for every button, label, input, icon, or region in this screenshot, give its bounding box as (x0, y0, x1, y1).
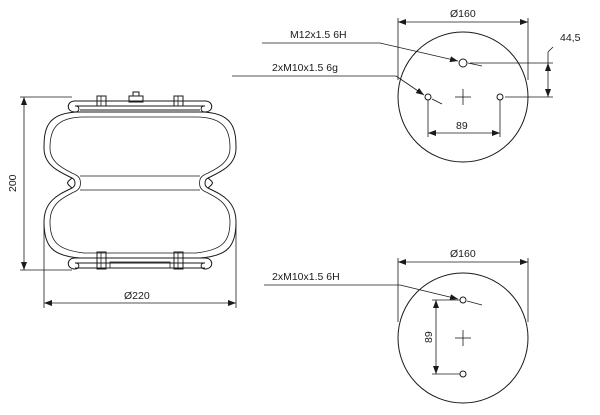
rubber-bellows (43, 111, 237, 259)
bottom-plate-outline (397, 272, 529, 404)
top-diameter-label: Ø160 (450, 8, 476, 20)
top-spacing-label: 89 (456, 120, 468, 132)
diameter-label: Ø220 (124, 290, 150, 302)
stud-thread-label: 2xM10x1.5 6g (272, 62, 338, 74)
bottom-spacing-label: 89 (423, 331, 435, 343)
diameter-dimension: Ø220 (43, 222, 237, 308)
height-label: 200 (7, 174, 19, 192)
top-plate-view: Ø160 44,5 M12x1.5 6H 2xM10x1.5 6g 89 (232, 8, 581, 163)
offset-label: 44,5 (560, 32, 581, 44)
height-dimension: 200 (7, 96, 72, 271)
center-hole-icon (458, 58, 468, 68)
bottom-thread-label: 2xM10x1.5 6H (272, 271, 340, 283)
center-thread-label: M12x1.5 6H (290, 29, 347, 41)
stud-hole-left-icon (424, 93, 432, 101)
stud-hole-right-icon (496, 93, 504, 101)
bottom-plate-view: Ø160 2xM10x1.5 6H 89 (264, 248, 529, 404)
air-spring-side-view: 200 Ø220 (7, 91, 237, 308)
bottom-diameter-label: Ø160 (450, 248, 476, 260)
bottom-hole-bottom-icon (459, 370, 467, 378)
bottom-hole-top-icon (459, 296, 467, 304)
top-bead-plate (67, 91, 213, 113)
bottom-bead-plate (67, 251, 213, 270)
